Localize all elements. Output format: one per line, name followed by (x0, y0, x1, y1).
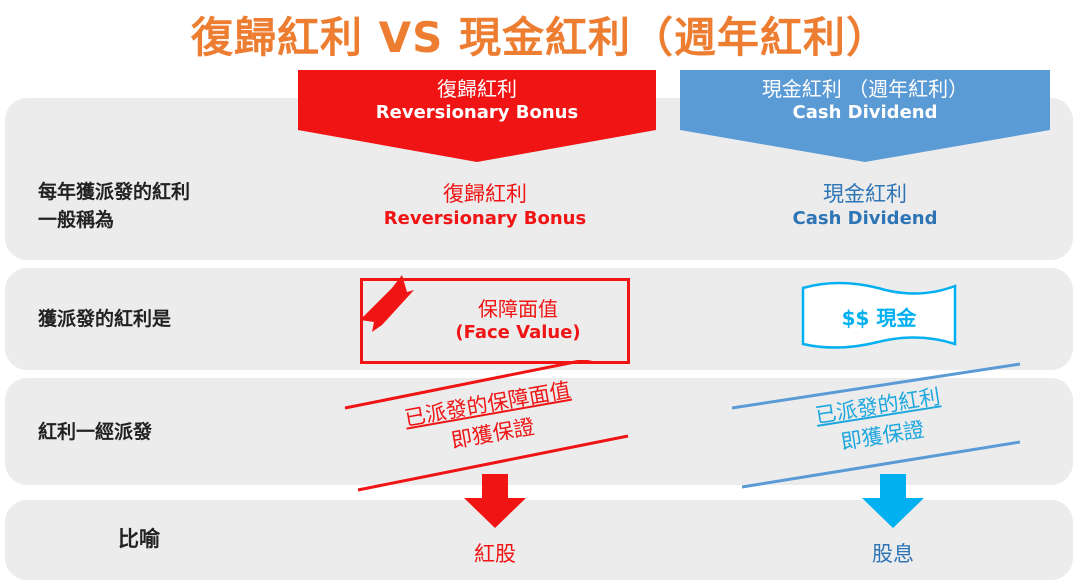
header-en: Reversionary Bonus (375, 102, 579, 123)
row-label: 比喻 (118, 527, 160, 551)
row-label: 獲派發的紅利是 (38, 308, 172, 330)
arrow-down-blue-icon (862, 474, 924, 528)
term-en: Reversionary Bonus (383, 208, 587, 229)
reversionary-term: 復歸紅利 Reversionary Bonus (340, 178, 630, 229)
ribbon-icon (360, 275, 414, 332)
bonus-shares: 紅股 (474, 542, 516, 566)
banknote-icon (801, 281, 957, 349)
dividend: 股息 (872, 542, 914, 566)
term-en: Cash Dividend (792, 208, 938, 229)
row-label: 每年獲派發的紅利 一般稱為 (38, 181, 191, 231)
page-title: 復歸紅利 VS 現金紅利（週年紅利） (191, 13, 889, 62)
header-reversionary-bonus: 復歸紅利 Reversionary Bonus (298, 70, 656, 162)
header-zh: 復歸紅利 (437, 77, 517, 101)
chevron-banner-blue (680, 70, 1050, 162)
cash-term: 現金紅利 Cash Dividend (740, 178, 990, 229)
term-zh: 復歸紅利 (443, 182, 527, 206)
cash-label: $$ 現金 (841, 306, 917, 330)
face-value-box: 保障面值 (Face Value) (360, 278, 630, 364)
header-en: Cash Dividend (792, 102, 938, 123)
header-cash-dividend: 現金紅利 （週年紅利） Cash Dividend (680, 70, 1050, 162)
face-value-en: (Face Value) (455, 322, 581, 343)
term-zh: 現金紅利 (823, 182, 907, 206)
row-label: 紅利一經派發 (38, 421, 153, 443)
chevron-banner-red (298, 70, 656, 162)
arrow-down-red-icon (464, 474, 526, 528)
row-guarantee (5, 378, 1073, 485)
header-zh: 現金紅利 （週年紅利） (761, 77, 969, 101)
slanted-lines (344, 360, 1021, 492)
face-value-zh: 保障面值 (478, 297, 558, 321)
